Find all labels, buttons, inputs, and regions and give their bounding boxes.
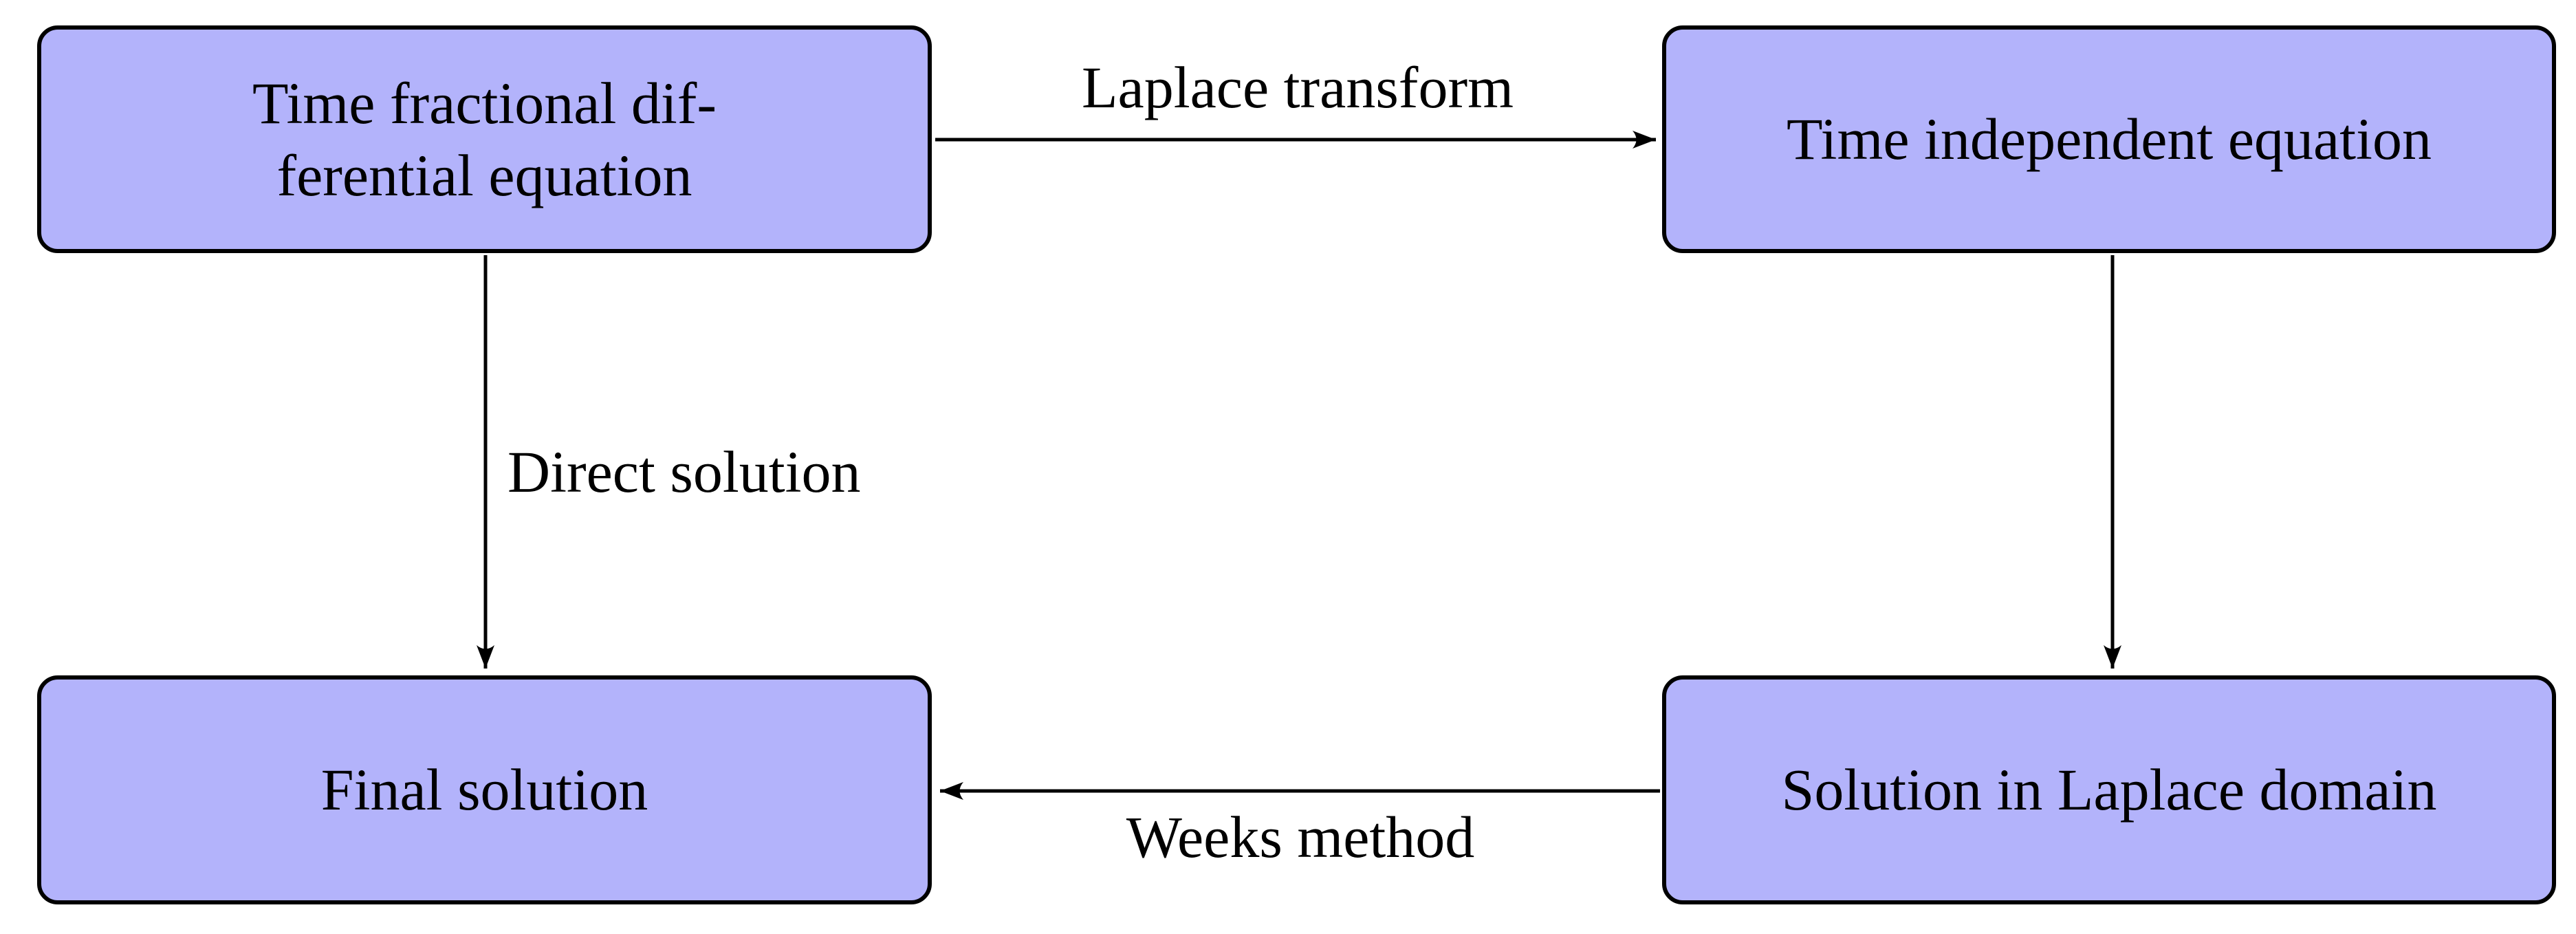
node-solution-in-laplace-domain: Solution in Laplace domain (1662, 675, 2556, 904)
node-time-independent-equation: Time independent equation (1662, 25, 2556, 253)
node-time-fractional-differential-equation: Time fractional dif- ferential equation (37, 25, 932, 253)
node-label: Time fractional dif- ferential equation (252, 69, 717, 208)
edge-label-laplace-transform: Laplace transform (1082, 54, 1514, 120)
edge-label-weeks-method: Weeks method (1126, 804, 1475, 870)
node-final-solution: Final solution (37, 675, 932, 904)
node-label: Time independent equation (1787, 106, 2432, 173)
edge-label-direct-solution: Direct solution (507, 439, 861, 505)
node-label: Final solution (320, 757, 648, 823)
node-label: Solution in Laplace domain (1781, 757, 2437, 823)
